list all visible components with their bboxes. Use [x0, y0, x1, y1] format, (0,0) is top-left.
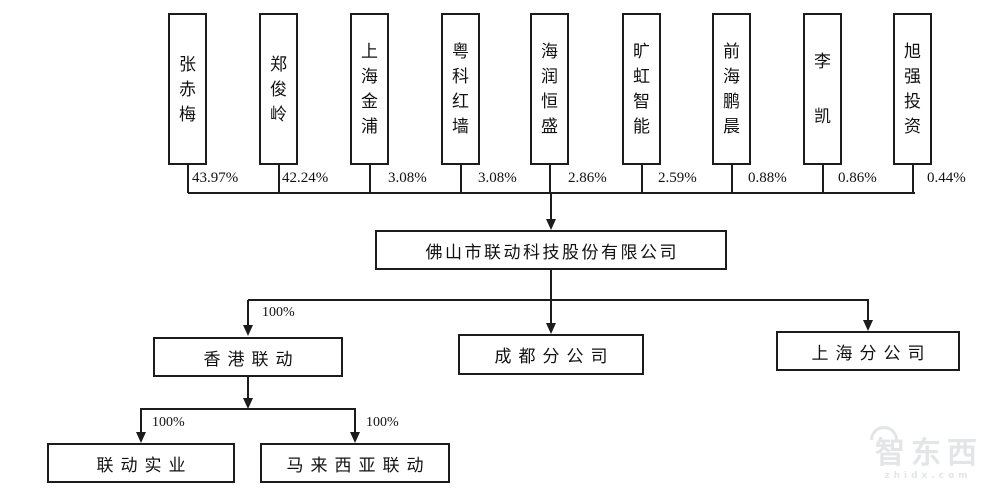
shareholder-box: 粤科红墙	[441, 13, 480, 165]
shareholder-stub-line	[731, 165, 733, 193]
shareholding-percent-label: 0.44%	[927, 170, 966, 186]
shareholder-name-char: 粤	[452, 42, 469, 61]
shareholder-name-char: 恒	[541, 92, 558, 111]
shareholder-box: 旭强投资	[893, 13, 932, 165]
shareholder-name-char: 红	[452, 92, 469, 111]
shareholder-name-char: 上	[361, 42, 378, 61]
subsidiary-box-malaysia: 马来西亚联动	[260, 443, 450, 483]
shareholder-name-char: 凯	[814, 107, 831, 126]
shareholder-name-char: 张	[179, 54, 196, 74]
shareholding-percent-label: 0.88%	[748, 170, 787, 186]
connector-line	[354, 409, 356, 433]
shareholder-box: 张赤梅	[168, 13, 207, 165]
shareholder-name-char: 能	[633, 117, 650, 136]
shareholding-percent-label: 3.08%	[388, 170, 427, 186]
shareholder-name-char: 旭	[904, 42, 921, 61]
shareholder-name-char: 俊	[270, 79, 287, 99]
shareholder-name-char: 海	[723, 67, 740, 86]
shareholder-box: 郑俊岭	[259, 13, 298, 165]
shareholder-box: 前海鹏晨	[712, 13, 751, 165]
shareholder-stub-line	[278, 165, 280, 193]
company-box: 佛山市联动科技股份有限公司	[375, 230, 727, 270]
shareholder-name-char: 虹	[633, 67, 650, 86]
arrow-down-icon	[546, 323, 556, 334]
arrow-down-icon	[243, 325, 253, 336]
branch-name: 上海分公司	[811, 343, 932, 363]
shareholder-name-char: 墙	[452, 117, 469, 136]
shareholding-percent-label: 2.86%	[568, 170, 607, 186]
connector-line	[140, 409, 142, 433]
shareholder-name-char: 智	[633, 92, 650, 111]
subsidiary-name: 香港联动	[203, 349, 300, 369]
connector-line	[550, 193, 552, 220]
shareholder-name-char: 鹏	[723, 92, 740, 111]
arrow-down-icon	[350, 432, 360, 443]
shareholder-name-char: 岭	[270, 104, 287, 124]
shareholder-name-char: 旷	[633, 42, 650, 61]
shareholder-name-char: 晨	[723, 117, 740, 136]
watermark-arc-icon	[870, 426, 898, 440]
arrow-down-icon	[243, 398, 253, 409]
shareholder-name-char: 金	[361, 92, 378, 111]
shareholder-name-char: 李	[814, 52, 831, 71]
shareholder-box: 上海金浦	[350, 13, 389, 165]
shareholder-name-char: 梅	[179, 104, 196, 124]
shareholder-name-char: 润	[541, 67, 558, 86]
shareholder-stub-line	[369, 165, 371, 193]
shareholder-name-char: 强	[904, 67, 921, 86]
shareholder-box: 李凯	[803, 13, 842, 165]
arrow-down-icon	[863, 320, 873, 331]
subsidiary-box-liandong-industry: 联动实业	[47, 443, 235, 483]
ownership-percent-label: 100%	[366, 415, 399, 430]
arrow-down-icon	[136, 432, 146, 443]
company-name: 佛山市联动科技股份有限公司	[425, 242, 679, 262]
shareholder-name-char: 浦	[361, 117, 378, 136]
ownership-percent-label: 100%	[152, 415, 185, 430]
branch-box-chengdu: 成都分公司	[458, 334, 644, 375]
shareholder-name-char: 郑	[270, 54, 287, 74]
shareholder-stub-line	[460, 165, 462, 193]
watermark-url-text: zhidx.com	[884, 471, 972, 481]
shareholder-stub-line	[641, 165, 643, 193]
connector-line	[867, 300, 869, 321]
level1-bus-line	[248, 299, 869, 301]
shareholding-percent-label: 3.08%	[478, 170, 517, 186]
shareholder-name-char: 盛	[541, 117, 558, 136]
shareholding-percent-label: 43.97%	[192, 170, 239, 186]
branch-name: 成都分公司	[494, 347, 615, 366]
shareholding-percent-label: 2.59%	[658, 170, 697, 186]
shareholding-percent-label: 42.24%	[282, 170, 329, 186]
shareholder-name-char: 赤	[179, 79, 196, 99]
subsidiary-name: 马来西亚联动	[286, 455, 431, 475]
shareholder-stub-line	[187, 165, 189, 193]
shareholder-stub-line	[822, 165, 824, 193]
shareholder-name-char: 投	[904, 92, 921, 111]
watermark: 智东西 zhidx.com	[856, 424, 996, 481]
ownership-percent-label: 100%	[262, 305, 295, 320]
shareholder-stub-line	[549, 165, 551, 193]
subsidiary-name: 联动实业	[96, 455, 193, 475]
shareholder-box: 海润恒盛	[530, 13, 569, 165]
shareholder-name-char: 科	[452, 67, 469, 86]
shareholder-box: 旷虹智能	[622, 13, 661, 165]
branch-box-shanghai: 上海分公司	[776, 331, 960, 371]
shareholder-name-char: 海	[361, 67, 378, 86]
shareholder-name-char: 前	[723, 42, 740, 61]
shareholding-percent-label: 0.86%	[838, 170, 877, 186]
connector-line	[247, 377, 249, 399]
shareholder-name-char: 资	[904, 117, 921, 136]
subsidiary-box-hongkong: 香港联动	[153, 337, 343, 377]
arrow-down-icon	[546, 219, 556, 230]
shareholder-name-char: 海	[541, 42, 558, 61]
connector-line	[550, 270, 552, 324]
connector-line	[247, 300, 249, 326]
shareholder-stub-line	[912, 165, 914, 193]
level2-bus-line	[140, 408, 356, 410]
watermark-logo-text: 智东西	[875, 436, 983, 471]
